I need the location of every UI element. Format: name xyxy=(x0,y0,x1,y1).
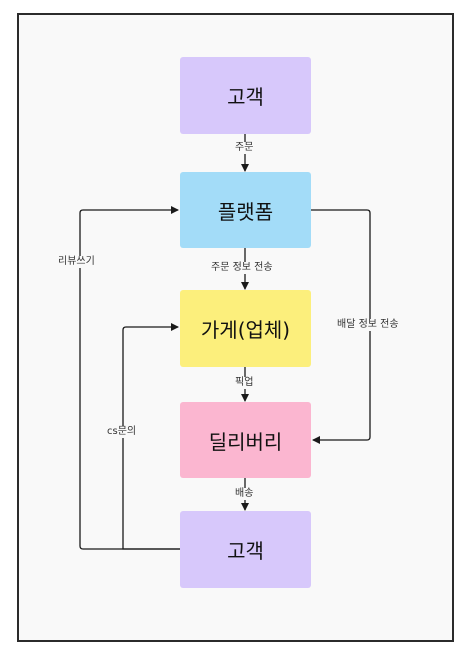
node-store-label: 가게(업체) xyxy=(200,318,291,342)
edge-label-pickup: 픽업 xyxy=(234,377,255,389)
node-customer-top: 고객 xyxy=(180,57,311,134)
node-platform-label: 플랫폼 xyxy=(217,199,274,224)
node-store: 가게(업체) xyxy=(180,290,311,367)
edge-write-review xyxy=(79,206,180,550)
node-delivery-label: 딜리버리 xyxy=(208,429,283,454)
node-customer-bottom-label: 고객 xyxy=(227,539,264,563)
node-customer-top-label: 고객 xyxy=(227,85,264,109)
edge-label-deliver: 배송 xyxy=(234,488,255,500)
edge-label-send-order-info: 주문 정보 전송 xyxy=(210,262,274,274)
edge-cs-inquiry xyxy=(122,323,180,550)
edge-label-write-review: 리뷰쓰기 xyxy=(57,256,96,268)
edge-label-cs-inquiry: cs문의 xyxy=(106,426,138,438)
node-customer-bottom: 고객 xyxy=(180,511,311,588)
edge-label-send-delivery-info: 배달 정보 전송 xyxy=(336,319,400,331)
edge-label-order: 주문 xyxy=(234,142,255,154)
node-platform: 플랫폼 xyxy=(180,172,311,248)
node-delivery: 딜리버리 xyxy=(180,402,311,478)
